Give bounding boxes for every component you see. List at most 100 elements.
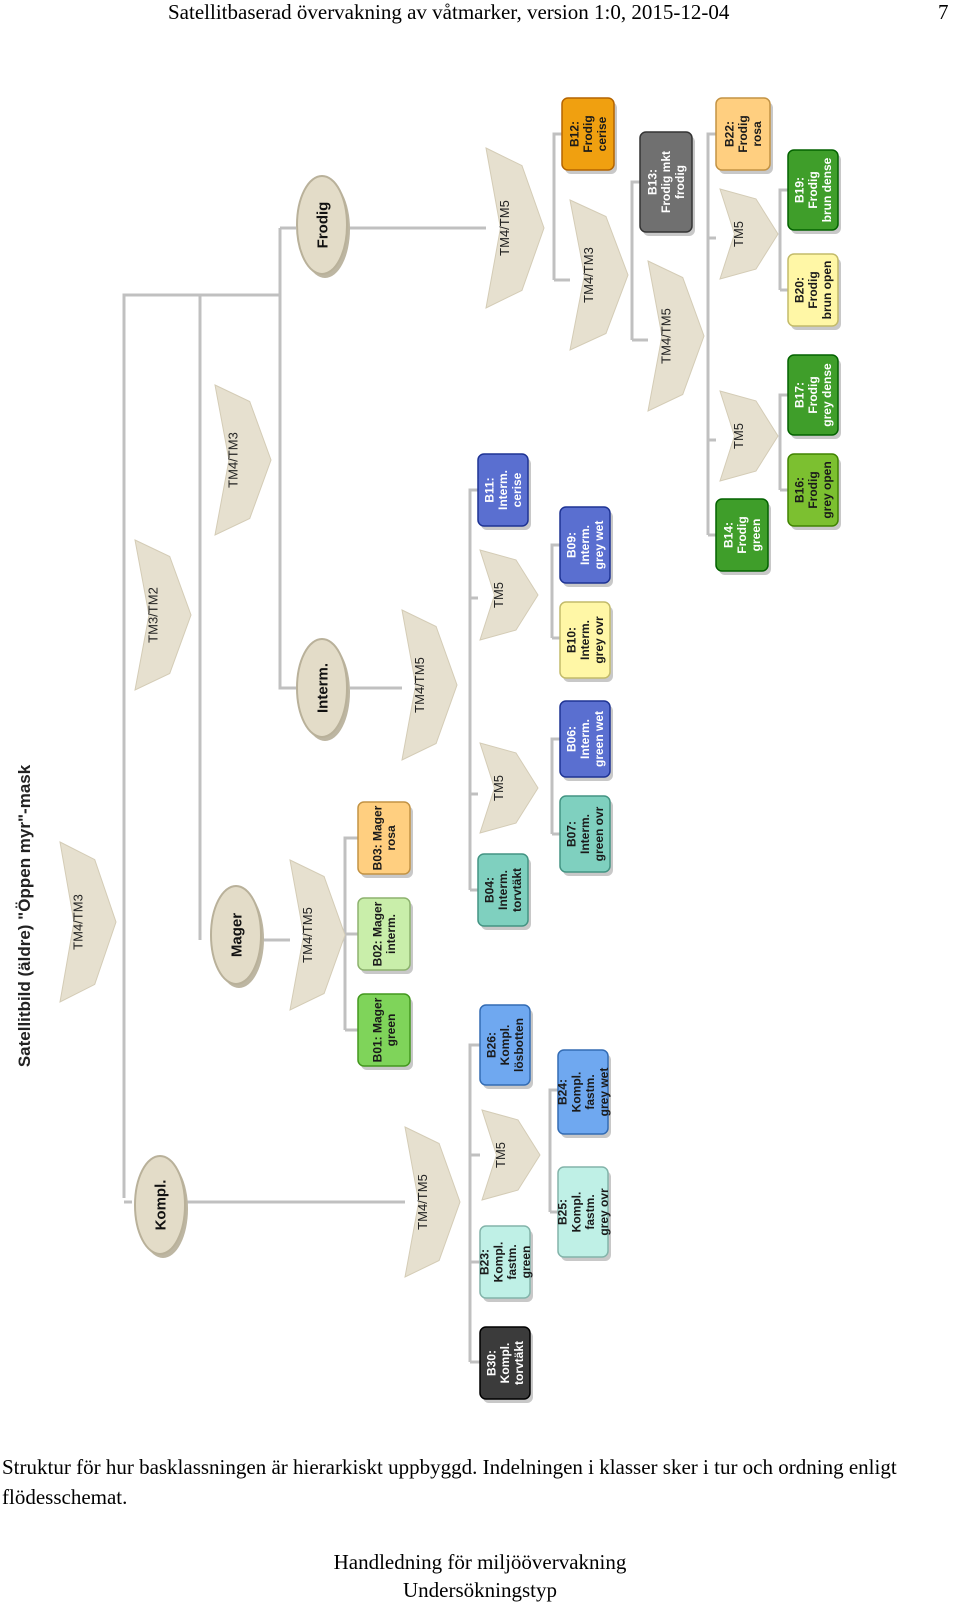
class-b20-label: B20:Frodigbrun open [792, 261, 834, 320]
class-b17-label: B17:Frodiggrey dense [792, 363, 834, 427]
node-kompl [134, 1155, 186, 1255]
arrow-a_mager-label: TM4/TM5 [300, 907, 315, 963]
arrow-a_kompl_tm5 [481, 1109, 541, 1201]
class-box-b14 [715, 498, 769, 572]
arrow-a_interm-label: TM4/TM5 [412, 657, 427, 713]
class-b30-label: B30:Kompl.torvtäkt [484, 1341, 526, 1385]
node-frodig [296, 175, 348, 275]
arrow-a_tm3tm2-label: TM3/TM2 [145, 587, 160, 643]
class-box-b23 [479, 1225, 531, 1299]
line-mager-children [343, 836, 358, 1030]
class-b24-label: B24:Kompl.fastm.grey wet [556, 1068, 611, 1117]
class-b01-label: B01: Magergreen [370, 997, 398, 1062]
class-b22-label: B22:Frodigrosa [722, 115, 764, 152]
class-b10-label: B10:Interm.grey ovr [564, 616, 606, 664]
node-mager-label: Mager [228, 913, 245, 957]
node-interm [296, 638, 348, 738]
page-number: 7 [938, 0, 949, 24]
arrow-a_frodig_tm5c [719, 390, 779, 482]
figure-caption: Struktur för hur basklassningen är hiera… [2, 1455, 897, 1509]
class-box-b03 [357, 801, 411, 875]
footer-line-2: Undersökningstyp [403, 1578, 557, 1602]
line-frodig-tm5b-children [706, 132, 716, 535]
class-b25-label: B25:Kompl.fastm.grey ovr [556, 1188, 611, 1236]
class-box-b10 [559, 601, 611, 679]
arrow-a_mager [289, 859, 346, 1011]
footer-line-1: Handledning för miljöövervakning [333, 1550, 627, 1574]
class-box-b09 [559, 506, 611, 584]
node-interm-label: Interm. [314, 663, 331, 713]
node-frodig-label: Frodig [314, 202, 331, 249]
node-mager [210, 885, 262, 985]
arrow-a_frodig_tm5b-label: TM4/TM5 [658, 308, 673, 364]
line-kompl-children [468, 1043, 480, 1362]
class-b06-label: B06:Interm.green wet [564, 711, 606, 767]
line-kompl-tm5-children [548, 1088, 558, 1212]
arrow-a_interm [401, 609, 458, 761]
arrow-a_kompl [404, 1126, 461, 1278]
class-box-b01 [357, 993, 411, 1067]
class-b02-label: B02: Magerinterm. [370, 901, 398, 966]
flowchart-figure: Satellitbild (äldre) "Öppen myr"-maskKom… [15, 97, 841, 1403]
arrow-a_frodig_tm5c-label: TM5 [731, 423, 746, 449]
class-b11-label: B11:Interm.cerise [482, 470, 524, 510]
class-b26-label: B26:Kompl.lösbotten [484, 1018, 526, 1072]
line-frodig-children [552, 132, 562, 280]
arrow-a_tm4tm3-label: TM4/TM3 [225, 432, 240, 488]
class-b12-label: B12:Frodigcerise [567, 115, 609, 152]
arrow-a_kompl-label: TM4/TM5 [415, 1174, 430, 1230]
arrow-a_frodig_tm5d [719, 188, 779, 280]
line-interm-children [468, 488, 478, 890]
arrow-a_interm_tm5b-label: TM5 [491, 582, 506, 608]
arrow-a_frodig_tm5d-label: TM5 [731, 221, 746, 247]
class-box-b20 [787, 253, 839, 327]
arrow-a_interm_tm5a [479, 742, 539, 834]
page-header-title: Satellitbaserad övervakning av våtmarker… [168, 0, 730, 24]
flowchart-shapes [59, 97, 841, 1403]
class-b23-label: B23:Kompl.fastm.green [478, 1242, 533, 1283]
arrow-a_root-label: TM4/TM3 [70, 894, 85, 950]
arrow-a_interm_tm5b [479, 549, 539, 641]
arrow-a_tm4tm3 [214, 384, 272, 536]
class-b14-label: B14:Frodiggreen [721, 516, 763, 553]
class-box-b25 [557, 1166, 609, 1258]
node-kompl-label: Kompl. [152, 1180, 169, 1231]
arrow-a_frodig_tm3 [569, 199, 629, 351]
class-box-b02 [357, 897, 411, 971]
arrow-a_interm_tm5a-label: TM5 [491, 775, 506, 801]
class-box-b12 [561, 97, 615, 171]
class-b04-label: B04:Interm.torvtäkt [482, 868, 524, 912]
arrow-a_kompl_tm5-label: TM5 [493, 1142, 508, 1168]
class-box-b16 [787, 453, 839, 527]
line-frodig-tm3-children [630, 180, 640, 340]
line-root-trunk [122, 228, 282, 1198]
class-box-b24 [557, 1049, 609, 1135]
class-box-b04 [477, 853, 529, 927]
class-b19-label: B19:Frodigbrun dense [792, 157, 834, 222]
class-box-b11 [477, 453, 529, 527]
class-b16-label: B16:Frodiggrey open [792, 461, 834, 518]
arrow-a_frodig_tm5b [647, 260, 705, 412]
class-box-b17 [787, 354, 839, 436]
line-tm5d-children [778, 188, 788, 290]
root-title: Satellitbild (äldre) "Öppen myr"-mask [15, 764, 34, 1067]
connector-lines [122, 132, 788, 1364]
class-b07-label: B07:Interm.green ovr [564, 806, 606, 861]
line-interm-tm5a-children [550, 737, 560, 834]
class-box-b30 [479, 1326, 531, 1400]
class-box-b07 [559, 795, 611, 873]
class-box-b22 [715, 97, 771, 171]
arrow-a_tm3tm2 [134, 539, 192, 691]
arrow-a_frodig_tm3-label: TM4/TM3 [581, 247, 596, 303]
arrow-a_frodig-label: TM4/TM5 [497, 200, 512, 256]
flowchart-labels: Satellitbild (äldre) "Öppen myr"-maskKom… [15, 115, 834, 1385]
line-interm-tm5b-children [550, 543, 560, 638]
line-tm5c-children [778, 393, 788, 490]
class-box-b13 [639, 131, 693, 233]
line-to-interm [278, 295, 296, 690]
class-box-b26 [479, 1004, 531, 1086]
arrow-a_frodig [485, 147, 545, 309]
class-box-b19 [787, 149, 839, 231]
arrow-a_root [59, 841, 117, 1003]
class-box-b06 [559, 700, 611, 778]
